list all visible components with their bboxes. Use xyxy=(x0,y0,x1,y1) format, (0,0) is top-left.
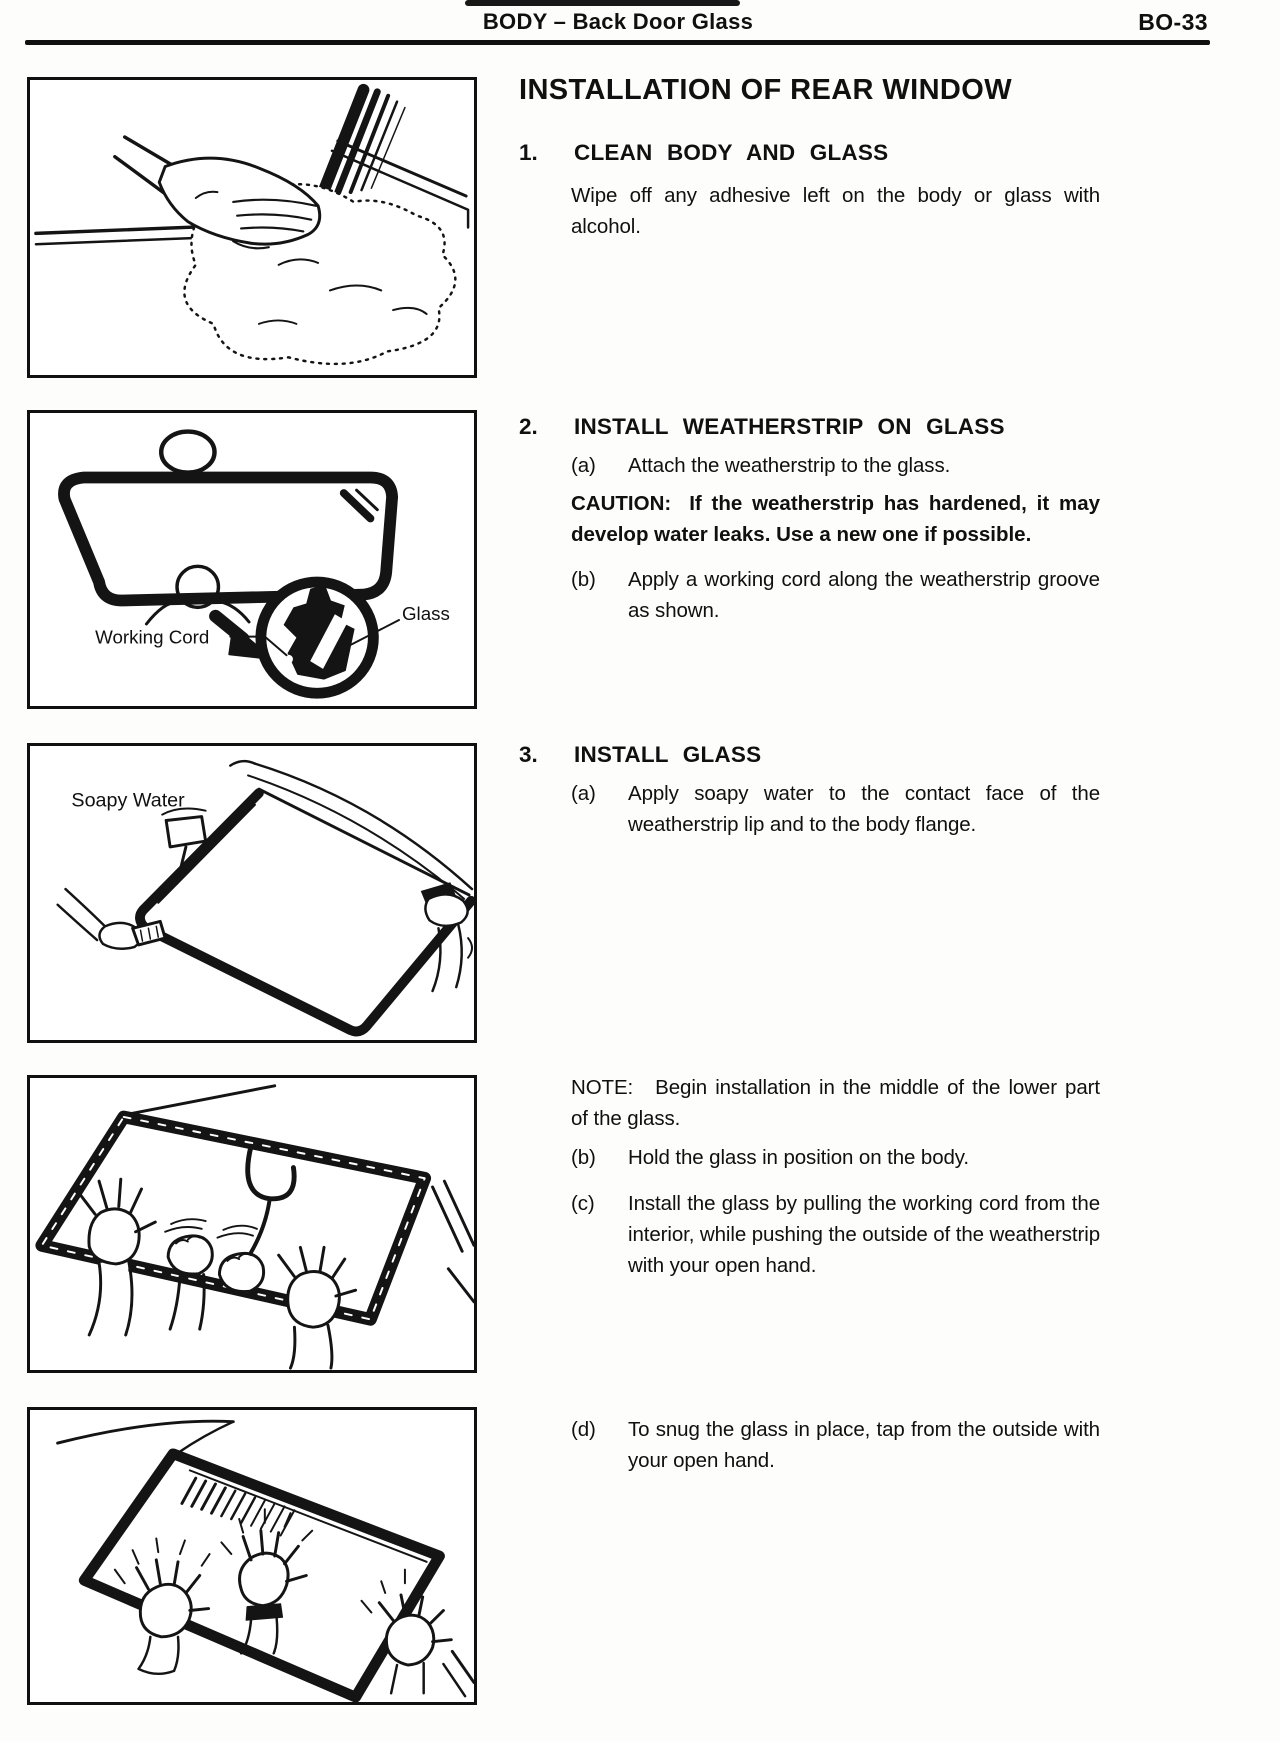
item-text: To snug the glass in place, tap from the… xyxy=(628,1418,1100,1472)
header-title: BODY – Back Door Glass xyxy=(482,9,754,34)
item-text: Apply a working cord along the weatherst… xyxy=(628,568,1100,622)
scan-artifact xyxy=(465,0,740,6)
figure-label-working-cord: Working Cord xyxy=(95,627,209,648)
step-3-item-c: (c) Install the glass by pulling the wor… xyxy=(571,1188,1100,1281)
step-3-number: 3. xyxy=(519,742,538,767)
step-1-number: 1. xyxy=(519,140,538,165)
caution-label: CAUTION: xyxy=(571,492,672,515)
caution-text: If the weatherstrip has hardened, it may… xyxy=(571,492,1100,546)
item-label: (a) xyxy=(571,454,596,477)
figure-label-soapy-water: Soapy Water xyxy=(71,790,185,812)
item-text: Install the glass by pulling the working… xyxy=(628,1192,1100,1277)
tap-glass-illustration xyxy=(56,1419,474,1702)
step-3-note: NOTE:Begin installation in the middle of… xyxy=(571,1072,1100,1134)
step-3-heading: INSTALL GLASS xyxy=(574,742,762,767)
step-2-item-a: (a) Attach the weatherstrip to the glass… xyxy=(571,450,1100,481)
step-1-paragraph: Wipe off any adhesive left on the body o… xyxy=(571,184,1100,238)
figure-box-pull-cord xyxy=(27,1075,477,1373)
step-2-number: 2. xyxy=(519,414,538,439)
step-1-heading: CLEAN BODY AND GLASS xyxy=(574,140,889,165)
header-page-number: BO-33 xyxy=(1138,9,1208,35)
item-label: (c) xyxy=(571,1192,595,1215)
note-label: NOTE: xyxy=(571,1076,634,1099)
figure-box-clean-glass xyxy=(27,77,477,378)
article-title: INSTALLATION OF REAR WINDOW xyxy=(519,74,1012,106)
item-label: (a) xyxy=(571,782,596,805)
item-label: (b) xyxy=(571,568,596,591)
item-label: (b) xyxy=(571,1146,596,1169)
header-rule xyxy=(25,40,1210,45)
step-3-item-d: (d) To snug the glass in place, tap from… xyxy=(571,1414,1100,1476)
item-label: (d) xyxy=(571,1418,596,1441)
item-text: Apply soapy water to the contact face of… xyxy=(628,782,1100,836)
note-text: Begin installation in the middle of the … xyxy=(571,1076,1100,1130)
figure-box-soapy-water: Soapy Water xyxy=(27,743,477,1043)
figure-box-weatherstrip: Working Cord Glass xyxy=(27,410,477,709)
figure-label-glass: Glass xyxy=(402,603,450,624)
item-text: Attach the weatherstrip to the glass. xyxy=(628,454,951,477)
pull-cord-illustration xyxy=(35,1084,474,1370)
clean-glass-illustration xyxy=(34,83,470,366)
step-2-caution: CAUTION:If the weatherstrip has hardened… xyxy=(571,488,1100,550)
step-3-item-a: (a) Apply soapy water to the contact fac… xyxy=(571,778,1100,840)
step-2-item-b: (b) Apply a working cord along the weath… xyxy=(571,564,1100,626)
item-text: Hold the glass in position on the body. xyxy=(628,1146,970,1169)
weatherstrip-illustration: Working Cord Glass xyxy=(58,429,450,699)
step-2-heading: INSTALL WEATHERSTRIP ON GLASS xyxy=(574,414,1005,439)
soapy-water-illustration: Soapy Water xyxy=(56,759,474,1037)
figure-box-tap-glass xyxy=(27,1407,477,1705)
step-3-item-b: (b) Hold the glass in position on the bo… xyxy=(571,1142,1100,1173)
